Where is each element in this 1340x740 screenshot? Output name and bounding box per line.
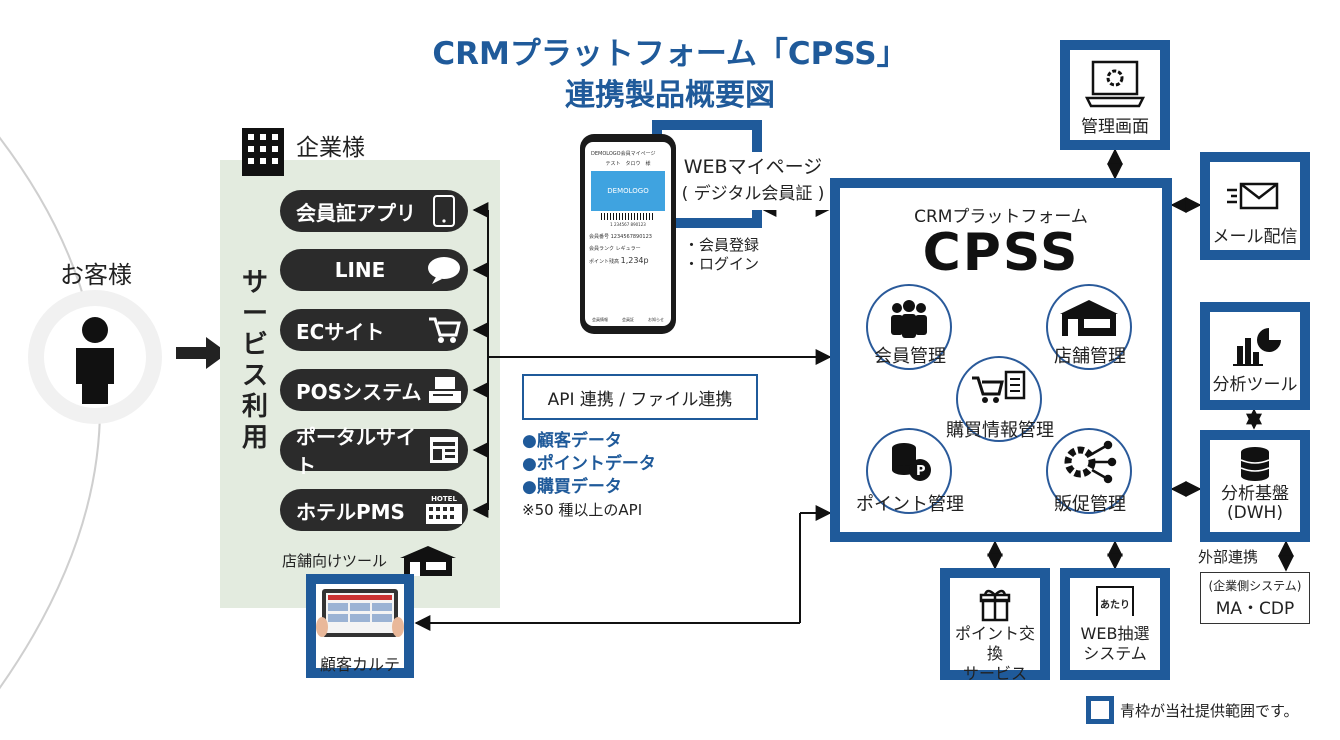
module-member-label: 会員管理	[874, 346, 946, 367]
point-exchange-line2: サービス	[962, 664, 1027, 683]
customer-label: お客様	[60, 261, 132, 289]
service-hotel-pms[interactable]: ホテルPMS HOTEL	[280, 489, 468, 531]
admin-laptop-gear-icon	[1084, 60, 1146, 108]
web-lottery-line2: システム	[1083, 644, 1147, 663]
webmypage-notes: ・会員登録 ・ログイン	[684, 236, 760, 273]
svg-text:P: P	[916, 464, 926, 479]
diagram-title-line2: 連携製品概要図	[565, 78, 775, 113]
purchase-info-icon	[972, 370, 1026, 403]
service-use-label: サービス利用	[241, 268, 268, 453]
legend-blue-frame-swatch	[1086, 696, 1114, 724]
shopping-cart-icon	[424, 313, 464, 347]
store-building-icon	[1060, 300, 1118, 336]
chat-bubble-icon	[424, 253, 464, 287]
admin-screen-label: 管理画面	[1081, 117, 1149, 137]
api-data-list: ●顧客データ ●ポイントデータ ●購買データ ※50 種以上のAPI	[522, 431, 656, 519]
analysis-tool-label: 分析ツール	[1212, 375, 1298, 395]
module-store-circle	[1046, 284, 1132, 370]
external-system-box[interactable]: (企業側システム) MA・CDP	[1200, 572, 1310, 624]
service-pos-system[interactable]: POSシステム	[280, 369, 468, 411]
module-store-label: 店舗管理	[1054, 346, 1126, 367]
lottery-ticket-icon: あたり	[1096, 586, 1134, 616]
mail-delivery-box[interactable]: メール配信	[1200, 152, 1310, 260]
external-link-label: 外部連携	[1198, 548, 1259, 566]
point-coins-icon: P	[892, 443, 931, 481]
module-point-circle: P	[866, 428, 952, 514]
analysis-base-label: 分析基盤	[1221, 484, 1289, 504]
api-link-box: API 連携 / ファイル連携	[522, 374, 758, 420]
mail-envelope-icon	[1227, 182, 1279, 210]
webmypage-label-area: WEBマイページ ( デジタル会員証 )	[668, 152, 838, 210]
hotel-icon: HOTEL	[424, 493, 464, 527]
service-label: ECサイト	[296, 319, 385, 344]
members-icon	[891, 300, 927, 338]
customer-karte-box[interactable]: 顧客カルテ	[306, 574, 414, 678]
service-line[interactable]: LINE	[280, 249, 468, 291]
service-portal-site[interactable]: ポータルサイト	[280, 425, 468, 478]
module-promotion-circle	[1046, 428, 1132, 514]
point-exchange-line1: ポイント交換	[954, 624, 1035, 663]
member-card: DEMOLOGO	[591, 171, 665, 211]
service-ec-site[interactable]: ECサイト	[280, 309, 468, 351]
register-icon	[424, 373, 464, 407]
analysis-tool-box[interactable]: 分析ツール	[1200, 302, 1310, 410]
analysis-base-sub: (DWH)	[1227, 503, 1283, 523]
service-label: POSシステム	[296, 379, 422, 404]
company-label: 企業様	[296, 135, 365, 161]
mail-delivery-label: メール配信	[1212, 227, 1298, 247]
cpss-logo: CPSS	[922, 223, 1080, 283]
web-lottery-line1: WEB抽選	[1080, 624, 1150, 643]
module-member-circle	[866, 284, 952, 370]
webmypage-subtitle: ( デジタル会員証 )	[681, 184, 825, 204]
service-label: ホテルPMS	[296, 499, 405, 524]
building-icon	[242, 128, 284, 176]
promotion-gear-icon	[1064, 440, 1117, 484]
service-label: LINE	[334, 258, 386, 282]
barcode	[601, 213, 655, 220]
customer-karte-label: 顧客カルテ	[319, 655, 400, 674]
module-promotion-label: 販促管理	[1054, 494, 1126, 515]
web-lottery-box[interactable]: あたり WEB抽選 システム	[1060, 568, 1170, 680]
tablet-icon	[316, 589, 404, 637]
cpss-subtitle: CRMプラットフォーム	[914, 207, 1088, 227]
admin-screen-box[interactable]: 管理画面	[1060, 40, 1170, 150]
external-system-line1: (企業側システム)	[1208, 579, 1302, 593]
store-tools-label: 店舗向けツール	[282, 552, 388, 570]
service-label: 会員証アプリ	[296, 200, 416, 225]
service-member-app[interactable]: 会員証アプリ	[280, 190, 468, 232]
arrow-right-icon	[176, 337, 228, 369]
module-point-label: ポイント管理	[856, 494, 964, 515]
smartphone-mockup: DEMOLOGO会員マイページ テスト タロウ 様 DEMOLOGO 1 234…	[580, 134, 676, 334]
module-purchase-circle	[956, 356, 1042, 442]
diagram-title-line1: CRMプラットフォーム「CPSS」	[432, 36, 908, 72]
smartphone-icon	[424, 194, 464, 228]
external-system-line2: MA・CDP	[1215, 599, 1295, 619]
point-exchange-box[interactable]: ポイント交換 サービス	[940, 568, 1050, 683]
portal-window-icon	[424, 433, 464, 467]
analysis-base-box[interactable]: 分析基盤 (DWH)	[1200, 430, 1310, 542]
module-purchase-label: 購買情報管理	[946, 420, 1054, 441]
webmypage-title: WEBマイページ	[683, 156, 823, 178]
gift-box-icon	[979, 589, 1011, 622]
service-label: ポータルサイト	[296, 425, 416, 478]
person-icon	[76, 317, 114, 404]
legend-text: 青枠が当社提供範囲です。	[1120, 702, 1299, 720]
database-icon	[1240, 447, 1270, 481]
store-icon	[400, 546, 456, 576]
analysis-chart-icon	[1233, 328, 1281, 366]
